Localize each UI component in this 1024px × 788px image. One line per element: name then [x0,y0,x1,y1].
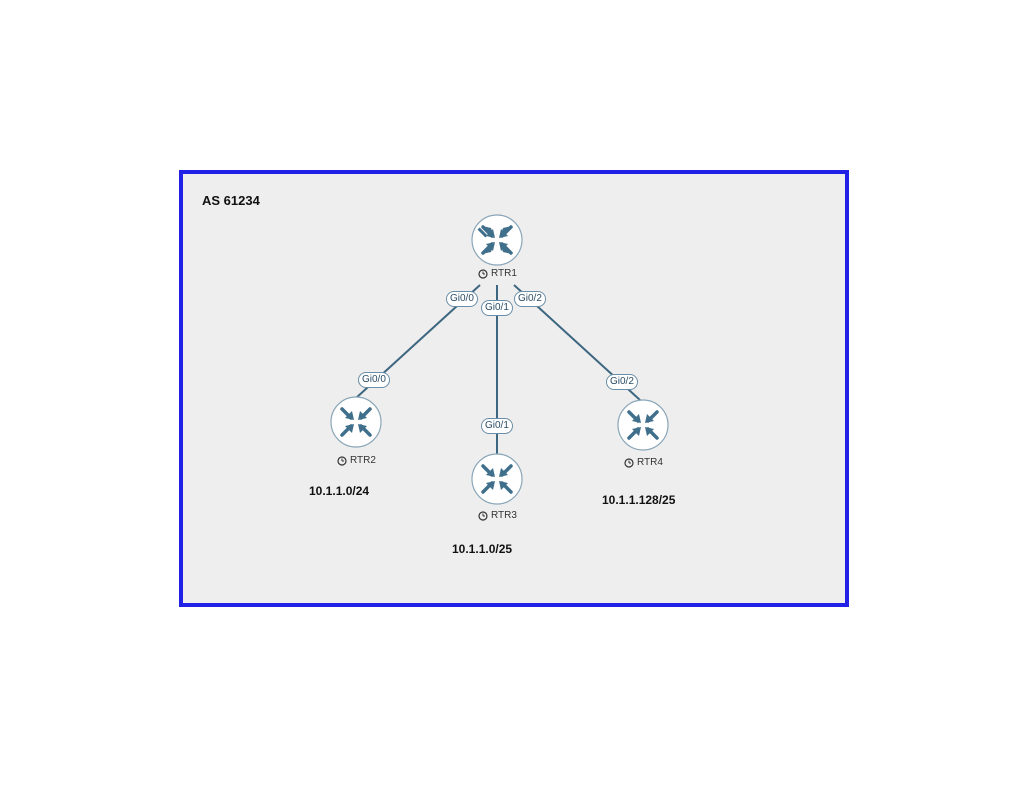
router-rtr3[interactable] [471,453,523,505]
router-icon [471,453,523,505]
subnet-rtr3: 10.1.1.0/25 [452,542,513,556]
iface-rtr1-gi0-2[interactable]: Gi0/2 [514,291,546,307]
router-label-rtr4: RTR4 [624,457,663,468]
router-label-rtr1: RTR1 [478,268,517,279]
subnet-rtr2: 10.1.1.0/24 [309,484,370,498]
iface-rtr4-gi0-2[interactable]: Gi0/2 [606,374,638,390]
router-name: RTR1 [491,268,517,279]
clock-icon [337,455,347,466]
as-label: AS 61234 [202,193,260,208]
router-name: RTR4 [637,457,663,468]
router-icon [471,214,523,266]
router-icon [330,396,382,448]
iface-rtr2-gi0-0[interactable]: Gi0/0 [358,372,390,388]
iface-rtr1-gi0-0[interactable]: Gi0/0 [446,291,478,307]
router-rtr4[interactable] [617,399,669,451]
iface-rtr3-gi0-1[interactable]: Gi0/1 [481,418,513,434]
clock-icon [624,457,634,468]
router-name: RTR3 [491,510,517,521]
router-rtr2[interactable] [330,396,382,448]
router-icon [617,399,669,451]
subnet-rtr4: 10.1.1.128/25 [602,493,676,507]
clock-icon [478,510,488,521]
router-label-rtr3: RTR3 [478,510,517,521]
router-rtr1[interactable] [471,214,523,266]
router-name: RTR2 [350,455,376,466]
router-label-rtr2: RTR2 [337,455,376,466]
iface-rtr1-gi0-1[interactable]: Gi0/1 [481,300,513,316]
clock-icon [478,268,488,279]
